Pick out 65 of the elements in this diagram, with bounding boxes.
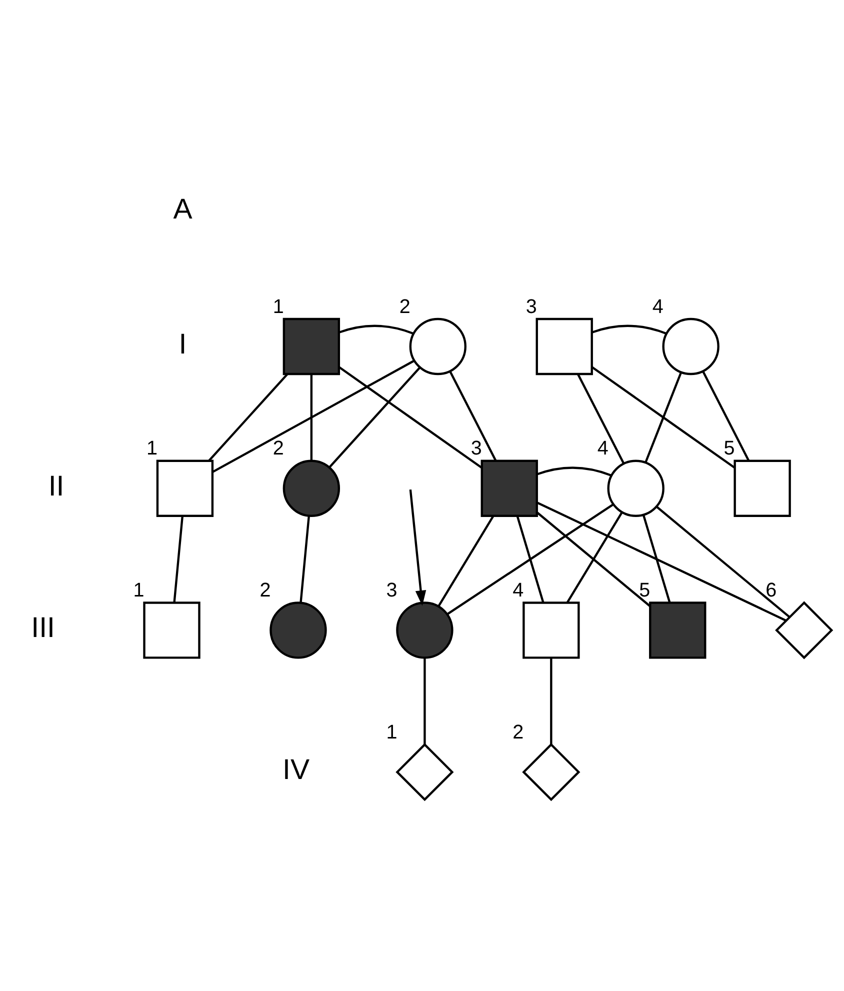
node-box [142,602,200,659]
connector [655,506,790,618]
node-box [282,318,340,376]
node-circle [269,602,326,659]
connector [448,370,496,462]
label: IV [282,754,310,786]
node-circle [662,318,719,376]
node-label: 1 [386,721,397,744]
node-box [156,460,214,517]
connector [328,366,420,468]
connector [701,370,750,462]
arrow [408,489,426,606]
connector [536,512,650,608]
label: III [30,612,55,644]
node-diamond [522,743,580,802]
node-label: 5 [723,438,734,460]
label: II [48,470,64,502]
connector [212,360,414,473]
node-box [648,602,706,659]
node-label: 2 [398,296,410,318]
connector [591,324,666,335]
connector [536,502,786,622]
label: I [178,328,186,360]
connector [172,516,184,603]
connector [446,503,614,616]
connector [338,366,482,469]
connector [423,658,426,744]
node-circle [396,602,453,659]
connector [299,516,310,603]
node-box [733,460,790,517]
node-label: 2 [259,580,270,602]
node-label: 3 [470,438,482,460]
node-label: 3 [386,580,397,602]
connector [590,366,735,469]
node-label: 1 [146,438,157,460]
connector [338,324,414,335]
node-label: 4 [596,438,608,460]
node-circle [606,460,664,517]
node-box [480,460,538,517]
node-label: 4 [512,580,524,602]
node-label: 2 [272,438,284,460]
node-box [522,602,580,659]
connector [437,515,494,607]
label: A [172,194,192,226]
node-diamond [395,743,454,802]
connector [644,372,682,463]
node-label: 4 [652,296,663,318]
connector [536,466,612,476]
connector [576,374,624,464]
node-label: 5 [638,580,650,602]
node-box [535,318,592,376]
connector [642,514,670,604]
connector [516,516,544,603]
node-circle [408,318,466,376]
node-label: 1 [132,580,144,602]
node-label: 3 [525,296,536,318]
connector [208,373,288,462]
connector [566,512,622,604]
node-label: 2 [512,721,524,744]
node-label: 1 [272,296,284,318]
node-circle [282,460,340,517]
connector [310,374,312,461]
node-diamond [774,601,833,660]
connector [550,658,552,744]
node-label: 6 [765,580,776,602]
